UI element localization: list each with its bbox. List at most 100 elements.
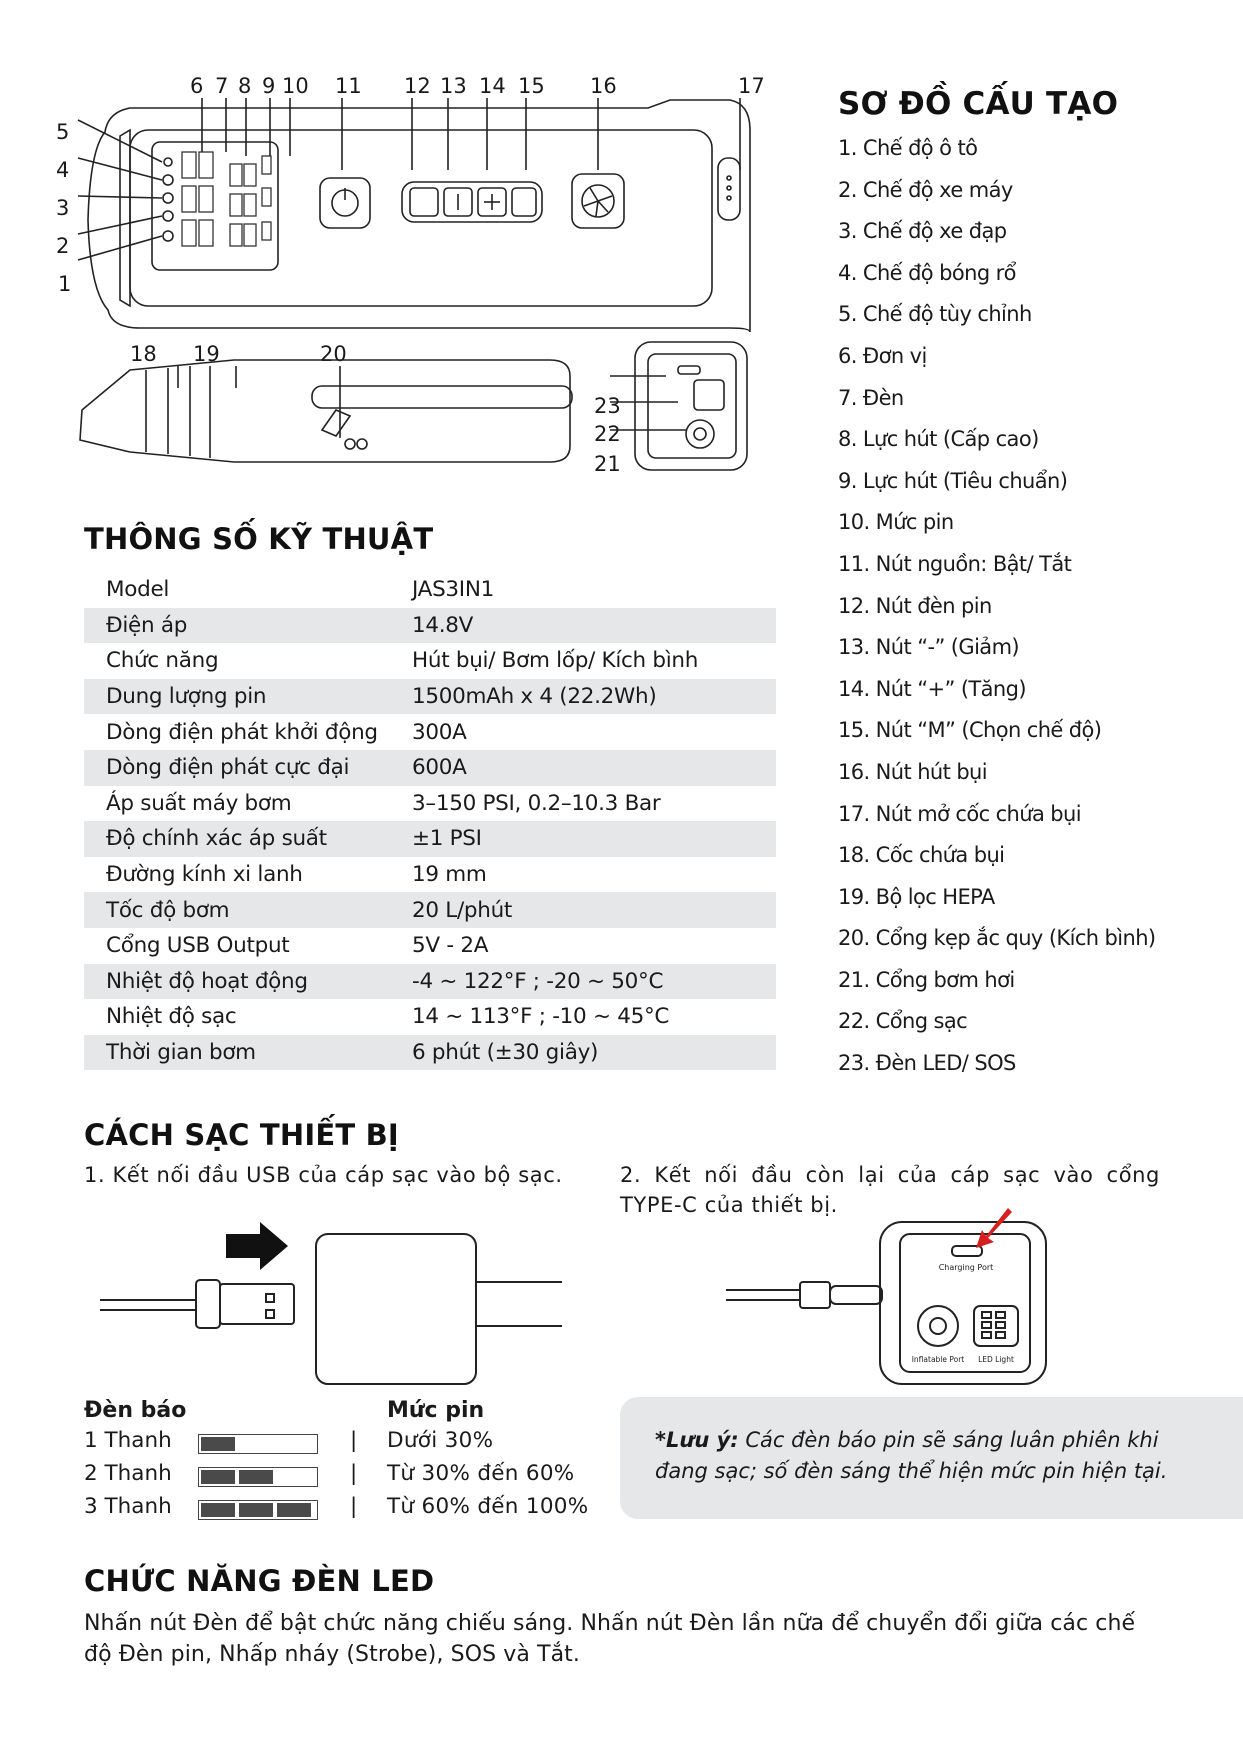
- callout-23: 23: [594, 394, 621, 418]
- spec-key: Dòng điện phát cực đại: [84, 749, 412, 786]
- spec-key: Model: [106, 577, 170, 603]
- indicator-label: 3 Thanh: [84, 1494, 172, 1519]
- table-row: Dòng điện phát khởi động 300A: [84, 714, 776, 750]
- table-row: Cổng USB Output 5V - 2A: [84, 928, 776, 964]
- spec-value: 14.8V: [412, 607, 776, 644]
- note-lead: *Lưu ý:: [655, 1428, 739, 1452]
- device-diagram: 6 7 8 9 10 11 12 13 14 15 16 17 5 4 3 2 …: [50, 70, 790, 520]
- spec-value: 300A: [412, 719, 467, 745]
- note-box: *Lưu ý: Các đèn báo pin sẽ sáng luân phi…: [620, 1397, 1243, 1519]
- parts-item-23: 23. Đèn LED/ SOS: [838, 1051, 1016, 1076]
- callout-14: 14: [479, 74, 506, 98]
- callout-11: 11: [335, 74, 362, 98]
- parts-item-9: 9. Lực hút (Tiêu chuẩn): [838, 468, 1068, 493]
- arrow-right-icon: [226, 1222, 288, 1270]
- callout-8: 8: [238, 74, 252, 98]
- table-row: Chức năng Hút bụi/ Bơm lốp/ Kích bình: [84, 643, 776, 679]
- callout-13: 13: [440, 74, 467, 98]
- parts-item-4: 4. Chế độ bóng rổ: [838, 260, 1017, 285]
- inflatable-port-label: Inflatable Port: [912, 1355, 965, 1364]
- callout-6: 6: [190, 74, 204, 98]
- spec-key: Nhiệt độ sạc: [106, 1004, 237, 1030]
- charging-step-2: 2. Kết nối đầu còn lại của cáp sạc vào c…: [620, 1163, 1160, 1217]
- parts-item-19: 19. Bộ lọc HEPA: [838, 884, 995, 909]
- callout-12: 12: [404, 74, 431, 98]
- charging-port-label: Charging Port: [939, 1263, 994, 1272]
- battery-bar-icon: [198, 1434, 318, 1454]
- callout-3: 3: [56, 196, 70, 220]
- spec-key: Áp suất máy bơm: [106, 790, 292, 816]
- spec-value: 5V - 2A: [412, 933, 489, 959]
- callout-10: 10: [282, 74, 309, 98]
- led-text: Nhấn nút Đèn để bật chức năng chiếu sáng…: [84, 1611, 1136, 1667]
- level-header: Mức pin: [387, 1398, 485, 1423]
- indicator-row: 1 Thanh | Dưới 30%: [84, 1428, 604, 1460]
- spec-value: 14 ~ 113°F ; -10 ~ 45°C: [412, 1004, 670, 1030]
- callout-2: 2: [56, 234, 70, 258]
- indicator-label: 2 Thanh: [84, 1461, 172, 1486]
- parts-item-15: 15. Nút “M” (Chọn chế độ): [838, 718, 1102, 743]
- indicator-label: 1 Thanh: [84, 1428, 172, 1453]
- callout-18: 18: [130, 342, 157, 366]
- separator: |: [350, 1428, 358, 1453]
- callout-9: 9: [262, 74, 276, 98]
- parts-list: 1. Chế độ ô tô 2. Chế độ xe máy 3. Chế đ…: [838, 128, 1228, 1085]
- level-value: Từ 60% đến 100%: [387, 1494, 589, 1519]
- battery-bar-icon: [198, 1500, 318, 1520]
- parts-item-8: 8. Lực hút (Cấp cao): [838, 427, 1039, 452]
- spec-key: Chức năng: [106, 648, 219, 674]
- spec-value: -4 ~ 122°F ; -20 ~ 50°C: [412, 963, 776, 1000]
- callout-7: 7: [215, 74, 229, 98]
- indicator-row: 3 Thanh | Từ 60% đến 100%: [84, 1494, 604, 1526]
- callout-4: 4: [56, 158, 70, 182]
- parts-item-16: 16. Nút hút bụi: [838, 759, 988, 784]
- charger-illustration: [100, 1222, 562, 1385]
- parts-item-13: 13. Nút “-” (Giảm): [838, 635, 1020, 660]
- callout-21: 21: [594, 452, 621, 476]
- table-row: Độ chính xác áp suất±1 PSI: [84, 821, 776, 857]
- level-value: Dưới 30%: [387, 1428, 494, 1453]
- callout-17: 17: [738, 74, 765, 98]
- spec-key: Dòng điện phát khởi động: [106, 719, 378, 745]
- parts-item-3: 3. Chế độ xe đạp: [838, 219, 1007, 244]
- callout-22: 22: [594, 422, 621, 446]
- table-row: Nhiệt độ sạc 14 ~ 113°F ; -10 ~ 45°C: [84, 999, 776, 1035]
- spec-key: Nhiệt độ hoạt động: [84, 963, 412, 1000]
- spec-key: Độ chính xác áp suất: [84, 821, 412, 857]
- parts-item-18: 18. Cốc chứa bụi: [838, 843, 1005, 868]
- parts-item-22: 22. Cổng sạc: [838, 1009, 968, 1034]
- led-title: CHỨC NĂNG ĐÈN LED: [84, 1564, 435, 1598]
- charging-step-1: 1. Kết nối đầu USB của cáp sạc vào bộ sạ…: [84, 1163, 563, 1187]
- indicator-header: Đèn báo: [84, 1398, 187, 1423]
- parts-title: SƠ ĐỒ CẤU TẠO: [838, 86, 1119, 122]
- parts-item-14: 14. Nút “+” (Tăng): [838, 676, 1027, 701]
- spec-value: 600A: [412, 749, 776, 786]
- spec-value: 6 phút (±30 giây): [412, 1034, 776, 1071]
- parts-item-17: 17. Nút mở cốc chứa bụi: [838, 801, 1082, 826]
- note-text: *Lưu ý: Các đèn báo pin sẽ sáng luân phi…: [655, 1425, 1215, 1487]
- led-light-label: LED Light: [978, 1355, 1014, 1364]
- parts-item-20: 20. Cổng kẹp ắc quy (Kích bình): [838, 926, 1156, 951]
- parts-item-11: 11. Nút nguồn: Bật/ Tắt: [838, 551, 1072, 576]
- spec-value: ±1 PSI: [412, 821, 776, 857]
- table-row: Nhiệt độ hoạt động-4 ~ 122°F ; -20 ~ 50°…: [84, 963, 776, 1000]
- specs-title: THÔNG SỐ KỸ THUẬT: [84, 522, 434, 556]
- spec-key: Tốc độ bơm: [84, 892, 412, 928]
- spec-value: Hút bụi/ Bơm lốp/ Kích bình: [412, 648, 699, 674]
- parts-item-7: 7. Đèn: [838, 385, 904, 410]
- callout-15: 15: [518, 74, 545, 98]
- parts-item-5: 5. Chế độ tùy chỉnh: [838, 302, 1032, 327]
- spec-value: 3–150 PSI, 0.2–10.3 Bar: [412, 790, 661, 816]
- callout-16: 16: [590, 74, 617, 98]
- spec-key: Cổng USB Output: [106, 933, 290, 959]
- device-line-drawing: [77, 98, 751, 471]
- note-body: Các đèn báo pin sẽ sáng luân phiên khi đ…: [655, 1428, 1168, 1483]
- separator: |: [350, 1494, 358, 1519]
